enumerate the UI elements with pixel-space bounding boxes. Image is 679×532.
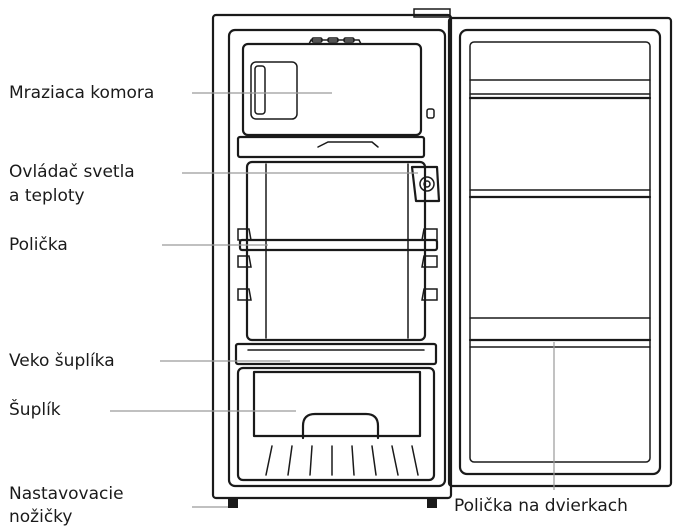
- feet-label-line1: Nastavovacie: [9, 484, 124, 504]
- drawer-lid-label: Veko šuplíka: [9, 351, 115, 371]
- adjustable-feet: [228, 498, 437, 508]
- control-unit: [410, 165, 441, 203]
- shelf-label: Polička: [9, 235, 68, 255]
- cabinet: [211, 8, 453, 500]
- freezer-compartment: [236, 37, 435, 159]
- feet-label-line2: nožičky: [9, 507, 73, 527]
- control-label-line1: Ovládač svetla: [9, 162, 135, 182]
- crisper-drawer: [236, 366, 436, 482]
- freezer-label: Mraziaca komora: [9, 83, 155, 103]
- glass-shelf: [237, 228, 439, 301]
- open-door: [447, 16, 673, 488]
- drawer-lid-shape: [234, 342, 438, 366]
- leader-lines: [110, 92, 555, 508]
- control-label-line2: a teploty: [9, 186, 85, 206]
- drawer-label: Šuplík: [9, 400, 61, 420]
- door-shelf-label: Polička na dvierkach: [454, 496, 628, 516]
